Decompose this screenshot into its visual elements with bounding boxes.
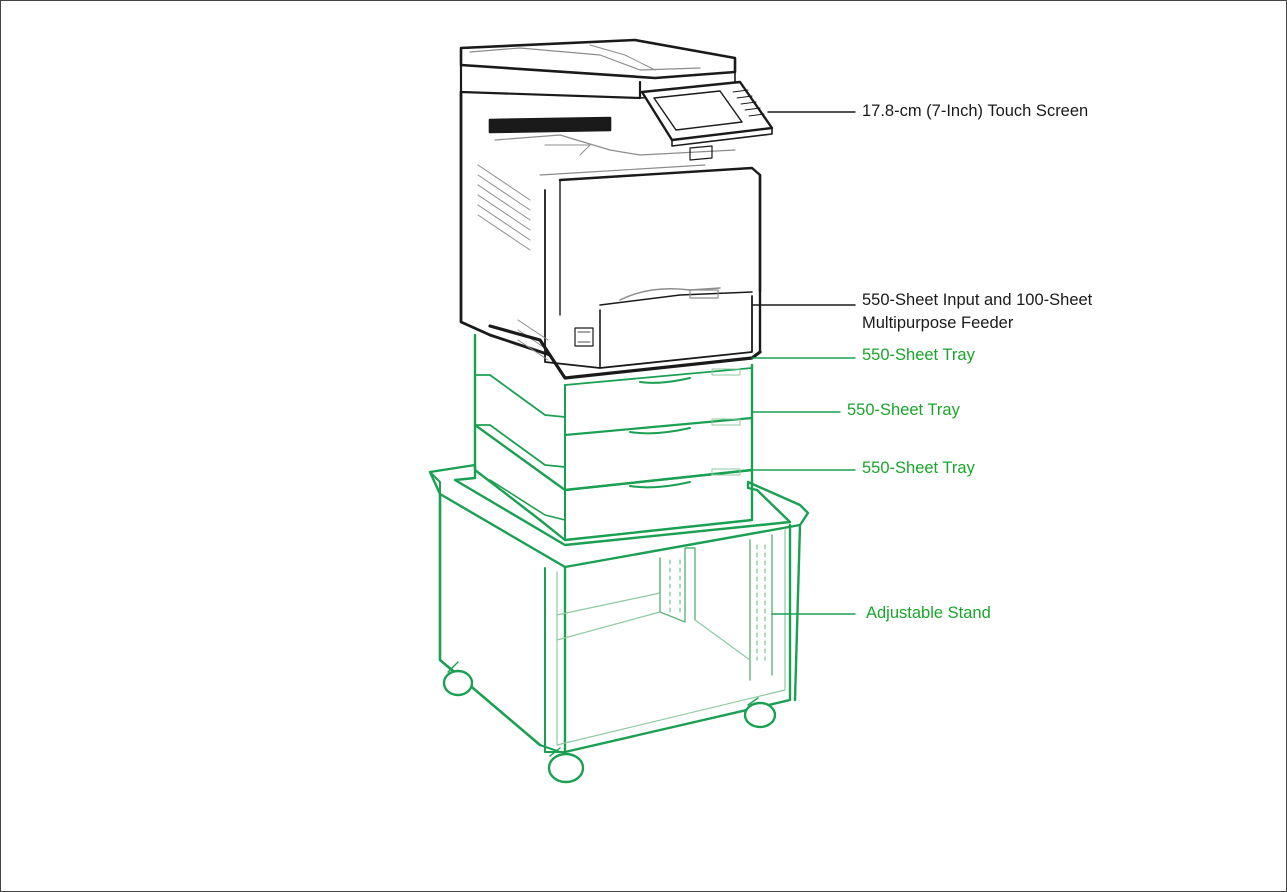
label-tray-1: 550-Sheet Tray xyxy=(862,346,975,364)
label-input-feeder-line-1: 550-Sheet Input and 100-Sheet xyxy=(862,291,1093,309)
label-touch-screen: 17.8-cm (7-Inch) Touch Screen xyxy=(862,102,1089,120)
optional-trays xyxy=(473,333,754,542)
printer-body xyxy=(459,38,774,380)
label-input-feeder-line-2: Multipurpose Feeder xyxy=(862,314,1014,332)
label-tray-3: 550-Sheet Tray xyxy=(862,459,975,477)
callout-leader-lines xyxy=(751,111,856,615)
adjustable-stand xyxy=(428,463,810,784)
label-tray-2: 550-Sheet Tray xyxy=(847,401,960,419)
label-adjustable-stand: Adjustable Stand xyxy=(866,604,991,622)
